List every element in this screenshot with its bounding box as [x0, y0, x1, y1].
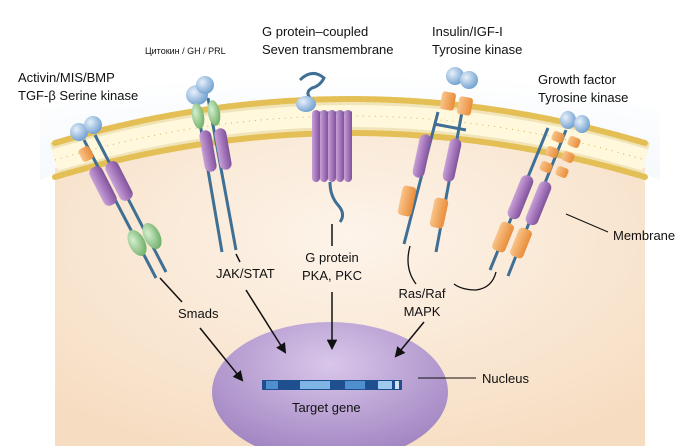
- target-gene-dna: [262, 380, 402, 390]
- insulin-label-line1: Insulin/IGF-I: [432, 24, 503, 39]
- serine-kinase-label-line1: Activin/MIS/BMP: [18, 70, 115, 85]
- jak-stat-arrow: [245, 289, 287, 354]
- mapk-label: MAPK: [403, 304, 441, 319]
- serine-kinase-receptor: [70, 116, 168, 279]
- smads-arrow: [199, 327, 244, 382]
- g-protein-label-line2: PKA, PKC: [302, 268, 362, 283]
- cytoplasm: [55, 124, 645, 446]
- insulin-signal-curve: [407, 245, 417, 285]
- mapk-arrow: [394, 321, 425, 358]
- smads-label: Smads: [178, 306, 219, 321]
- gpcr-label-line1: G protein–coupled: [262, 24, 369, 39]
- membrane-label: Membrane: [613, 228, 676, 243]
- gpcr-seven-transmembrane: [296, 72, 352, 223]
- target-gene-label: Target gene: [292, 400, 361, 415]
- growth-factor-label-line2: Tyrosine kinase: [538, 90, 629, 105]
- growth-factor-receptor: [488, 111, 590, 277]
- growth-factor-signal-curve: [453, 271, 497, 291]
- insulin-label-line2: Tyrosine kinase: [432, 42, 523, 57]
- membrane-pointer: [565, 213, 609, 233]
- cytokine-label: Цитокин / GH / PRL: [145, 46, 226, 56]
- cytokine-receptor: [186, 76, 238, 253]
- serine-kinase-label-line2: TGF-β Serine kinase: [18, 88, 139, 103]
- insulin-receptor: [397, 67, 478, 253]
- gpcr-label-line2: Seven transmembrane: [262, 42, 394, 57]
- jak-stat-label: JAK/STAT: [216, 266, 275, 281]
- nucleus-label: Nucleus: [482, 371, 529, 386]
- jak-stat-upper-line: [235, 253, 241, 263]
- g-protein-label-line1: G protein: [305, 250, 359, 265]
- smads-upper-line: [159, 277, 183, 303]
- growth-factor-label-line1: Growth factor: [538, 72, 617, 87]
- ras-raf-label: Ras/Raf: [398, 286, 446, 301]
